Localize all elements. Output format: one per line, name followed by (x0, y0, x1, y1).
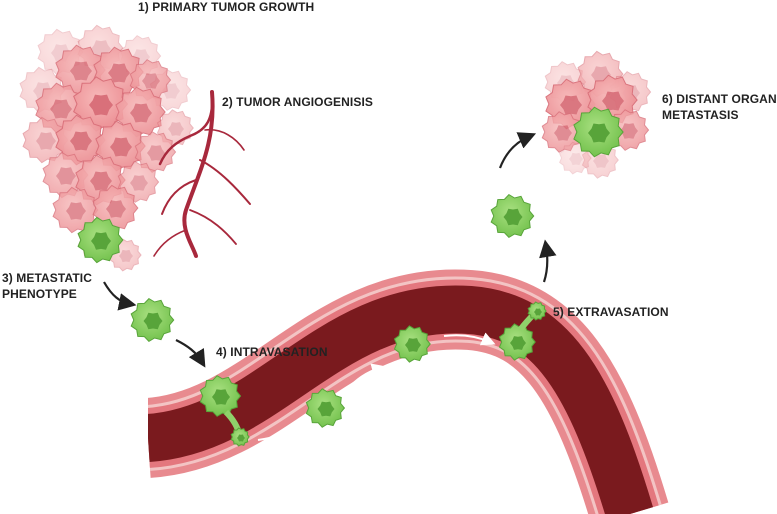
blood-vessel (0, 269, 669, 514)
tumor-capillaries (153, 90, 251, 258)
metastatic-cells (130, 193, 547, 447)
label-intravasation: 4) INTRAVASATION (216, 345, 328, 359)
distant-organ-cluster (541, 50, 652, 179)
flow-arrow-1 (257, 425, 304, 441)
label-distant-organ-line1: 6) DISTANT ORGAN: (662, 92, 777, 106)
metastatic-cell-fragment (230, 427, 250, 447)
metastatic-cell (130, 297, 175, 343)
arrow-extravasation-up (539, 239, 557, 283)
arrow-to-phenotype (103, 281, 137, 311)
metastatic-cell (305, 388, 346, 428)
flow-arrow-3 (443, 332, 496, 346)
process-arrows (103, 132, 557, 441)
tumor-cell (55, 114, 106, 166)
tumor-cell (134, 131, 177, 173)
metastatic-cell-in-organ (573, 106, 624, 158)
metastatic-cell (393, 325, 431, 363)
label-extravasation: 5) EXTRAVASATION (553, 305, 669, 319)
label-tumor-angiogenesis: 2) TUMOR ANGIOGENISIS (222, 95, 373, 109)
tumor-cell (52, 186, 99, 234)
metastatic-cell-fragment (527, 301, 547, 321)
tumor-cell (156, 109, 194, 147)
tumor-cell (22, 116, 69, 164)
metastatic-cell-in-tumor (77, 216, 124, 264)
label-distant-organ-line2: METASTASIS (662, 108, 739, 122)
tumor-cell (92, 184, 139, 232)
label-metastatic-line2: PHENOTYPE (2, 287, 77, 301)
metastatic-cell (199, 375, 242, 417)
metastatic-cell (490, 193, 535, 239)
primary-tumor-cluster (19, 24, 194, 272)
label-metastatic-line1: 3) METASTATIC (2, 271, 92, 285)
organ-cell (541, 111, 584, 153)
label-primary-tumor-growth: 1) PRIMARY TUMOR GROWTH (138, 0, 315, 14)
tumor-cell (117, 161, 160, 203)
arrow-to-distant-organ (498, 132, 537, 169)
flow-arrow-2 (345, 363, 386, 391)
arrow-to-intravasation (175, 339, 206, 368)
